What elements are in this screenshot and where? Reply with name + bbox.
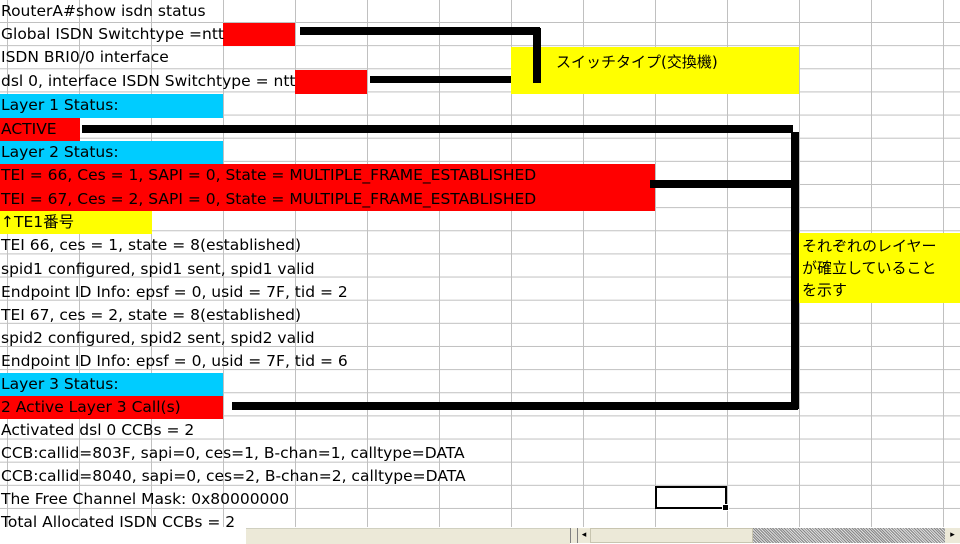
row-ccb-803f[interactable]: CCB:callid=803F, sapi=0, ces=1, B-chan=1… — [1, 444, 465, 462]
connector-line-switchtype-vertical-top — [533, 47, 541, 83]
connector-line-dsl-switchtype — [370, 76, 537, 83]
row-layer1-status[interactable]: Layer 1 Status: — [1, 96, 119, 114]
selected-cell[interactable] — [655, 486, 729, 511]
fill-handle[interactable] — [722, 504, 729, 511]
row-free-channel-mask[interactable]: The Free Channel Mask: 0x80000000 — [1, 490, 290, 508]
row-label: Global ISDN Switchtype = — [1, 25, 203, 43]
row-layer3-calls[interactable]: 2 Active Layer 3 Call(s) — [1, 398, 181, 416]
highlight-layer3-calls — [0, 396, 223, 419]
switchtype-note[interactable]: スイッチタイプ(交換機) — [511, 47, 799, 94]
spreadsheet-grid[interactable]: RouterA#show isdn status Global ISDN Swi… — [0, 0, 960, 527]
row-endpoint-tid6[interactable]: Endpoint ID Info: epsf = 0, usid = 7F, t… — [1, 352, 348, 370]
highlight-te1-note — [0, 211, 152, 234]
row-activated-ccbs[interactable]: Activated dsl 0 CCBs = 2 — [1, 421, 195, 439]
row-layer3-status[interactable]: Layer 3 Status: — [1, 375, 119, 393]
highlight-switchtype-global — [223, 23, 295, 46]
connector-line-layer1 — [82, 125, 793, 133]
switchtype-note-text: スイッチタイプ(交換機) — [556, 53, 718, 71]
tab-split-handle[interactable] — [570, 528, 578, 543]
horizontal-scrollbar-thumb[interactable] — [590, 528, 753, 543]
switchtype-value: = ntt — [250, 72, 296, 90]
row-layer2-status[interactable]: Layer 2 Status: — [1, 143, 119, 161]
scroll-left-arrow-icon[interactable]: ◂ — [578, 528, 590, 543]
horizontal-scrollbar-track[interactable] — [753, 528, 945, 543]
highlight-layer3-header — [0, 373, 223, 396]
row-tei66-state[interactable]: TEI 66, ces = 1, state = 8(established) — [1, 236, 302, 254]
row-dsl-switchtype[interactable]: dsl 0, interface ISDN Switchtype = ntt — [0, 70, 296, 93]
switchtype-value: ntt — [202, 25, 225, 43]
layers-note-line2: が確立していること — [802, 259, 937, 277]
row-active[interactable]: ACTIVE — [1, 120, 57, 138]
row-te1-number-note[interactable]: ↑TE1番号 — [1, 213, 75, 231]
highlight-layer1-header — [0, 94, 223, 118]
highlight-active — [0, 118, 80, 141]
row-spid2[interactable]: spid2 configured, spid2 sent, spid2 vali… — [1, 329, 315, 347]
layers-note-line3: を示す — [802, 281, 848, 299]
highlight-switchtype-dsl — [295, 70, 367, 94]
connector-line-layer3 — [232, 402, 798, 410]
connector-line-layers-vertical — [791, 132, 799, 409]
layers-note-line1: それぞれのレイヤー — [802, 237, 937, 255]
row-endpoint-tid2[interactable]: Endpoint ID Info: epsf = 0, usid = 7F, t… — [1, 283, 348, 301]
row-label: dsl 0, interface ISDN Switchtype — [1, 72, 251, 90]
row-tei-66[interactable]: TEI = 66, Ces = 1, SAPI = 0, State = MUL… — [1, 166, 537, 184]
row-spid1[interactable]: spid1 configured, spid1 sent, spid1 vali… — [1, 260, 315, 278]
row-tei-67[interactable]: TEI = 67, Ces = 2, SAPI = 0, State = MUL… — [1, 190, 537, 208]
row-command[interactable]: RouterA#show isdn status — [1, 2, 206, 20]
scroll-right-arrow-icon[interactable]: ▸ — [945, 528, 960, 543]
row-ccb-8040[interactable]: CCB:callid=8040, sapi=0, ces=2, B-chan=2… — [1, 467, 466, 485]
row-tei67-state[interactable]: TEI 67, ces = 2, state = 8(established) — [1, 306, 302, 324]
row-total-ccbs[interactable]: Total Allocated ISDN CCBs = 2 — [1, 513, 236, 527]
layers-established-note[interactable]: それぞれのレイヤー が確立していること を示す — [799, 233, 960, 303]
connector-line-layer2 — [650, 180, 797, 188]
connector-line-global-switchtype — [300, 27, 540, 35]
highlight-layer2-header — [0, 141, 223, 164]
row-bri-interface[interactable]: ISDN BRI0/0 interface — [1, 48, 169, 66]
row-global-switchtype[interactable]: Global ISDN Switchtype =ntt — [0, 23, 224, 46]
highlight-tei-rows — [0, 164, 655, 211]
sheet-tab-area[interactable] — [246, 528, 570, 544]
